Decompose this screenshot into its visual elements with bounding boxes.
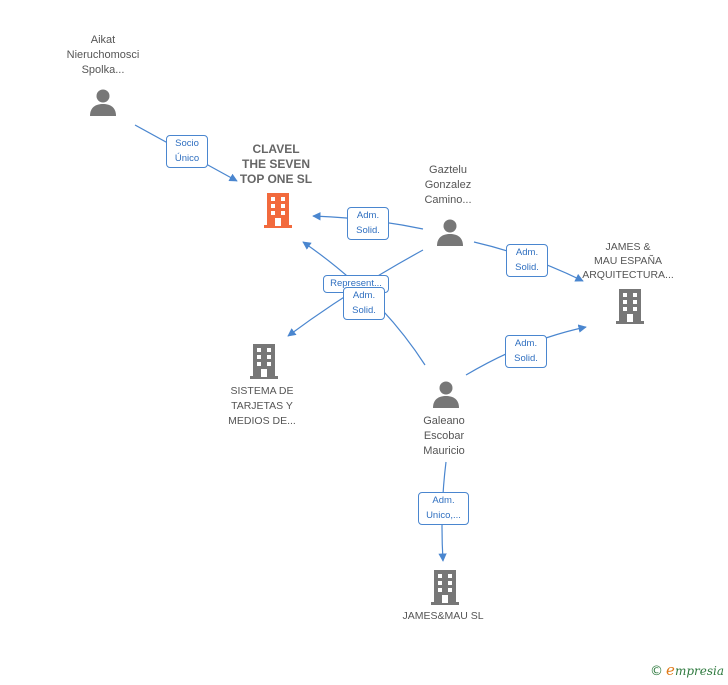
edge-label-adm-solid-jamesespana-gaztelu[interactable]: Adm. Solid. [506,244,548,277]
node-label-gaztelu: Gaztelu Gonzalez Camino... [424,164,472,206]
building-icon[interactable] [248,344,280,379]
edge-label-adm-solid-clavel[interactable]: Adm. Solid. [347,207,389,240]
edge-label-socio-unico[interactable]: Socio Único [166,135,208,168]
node-label-sistema: SISTEMA DE TARJETAS Y MEDIOS DE... [228,385,296,427]
person-icon[interactable] [88,87,118,117]
building-icon[interactable] [262,193,294,228]
node-label-james-mau-espana: JAMES & MAU ESPAÑA ARQUITECTURA... [582,241,674,281]
empresia-logo: ©empresia [650,661,724,679]
node-label-clavel: CLAVEL THE SEVEN TOP ONE SL [239,142,313,186]
building-icon[interactable] [429,570,461,605]
person-icon[interactable] [431,379,461,409]
building-icon[interactable] [614,289,646,324]
edge-label-adm-solid-galeano-clavel[interactable]: Adm. Solid. [343,287,385,320]
edge-label-adm-unico[interactable]: Adm. Unico,... [418,492,469,525]
node-label-james-mau-sl: JAMES&MAU SL [402,610,484,622]
node-label-aikat: Aikat Nieruchomosci Spolka... [66,34,140,76]
node-label-galeano: Galeano Escobar Mauricio [423,415,465,457]
edge-label-adm-solid-jamesespana-galeano[interactable]: Adm. Solid. [505,335,547,368]
person-icon[interactable] [435,217,465,247]
